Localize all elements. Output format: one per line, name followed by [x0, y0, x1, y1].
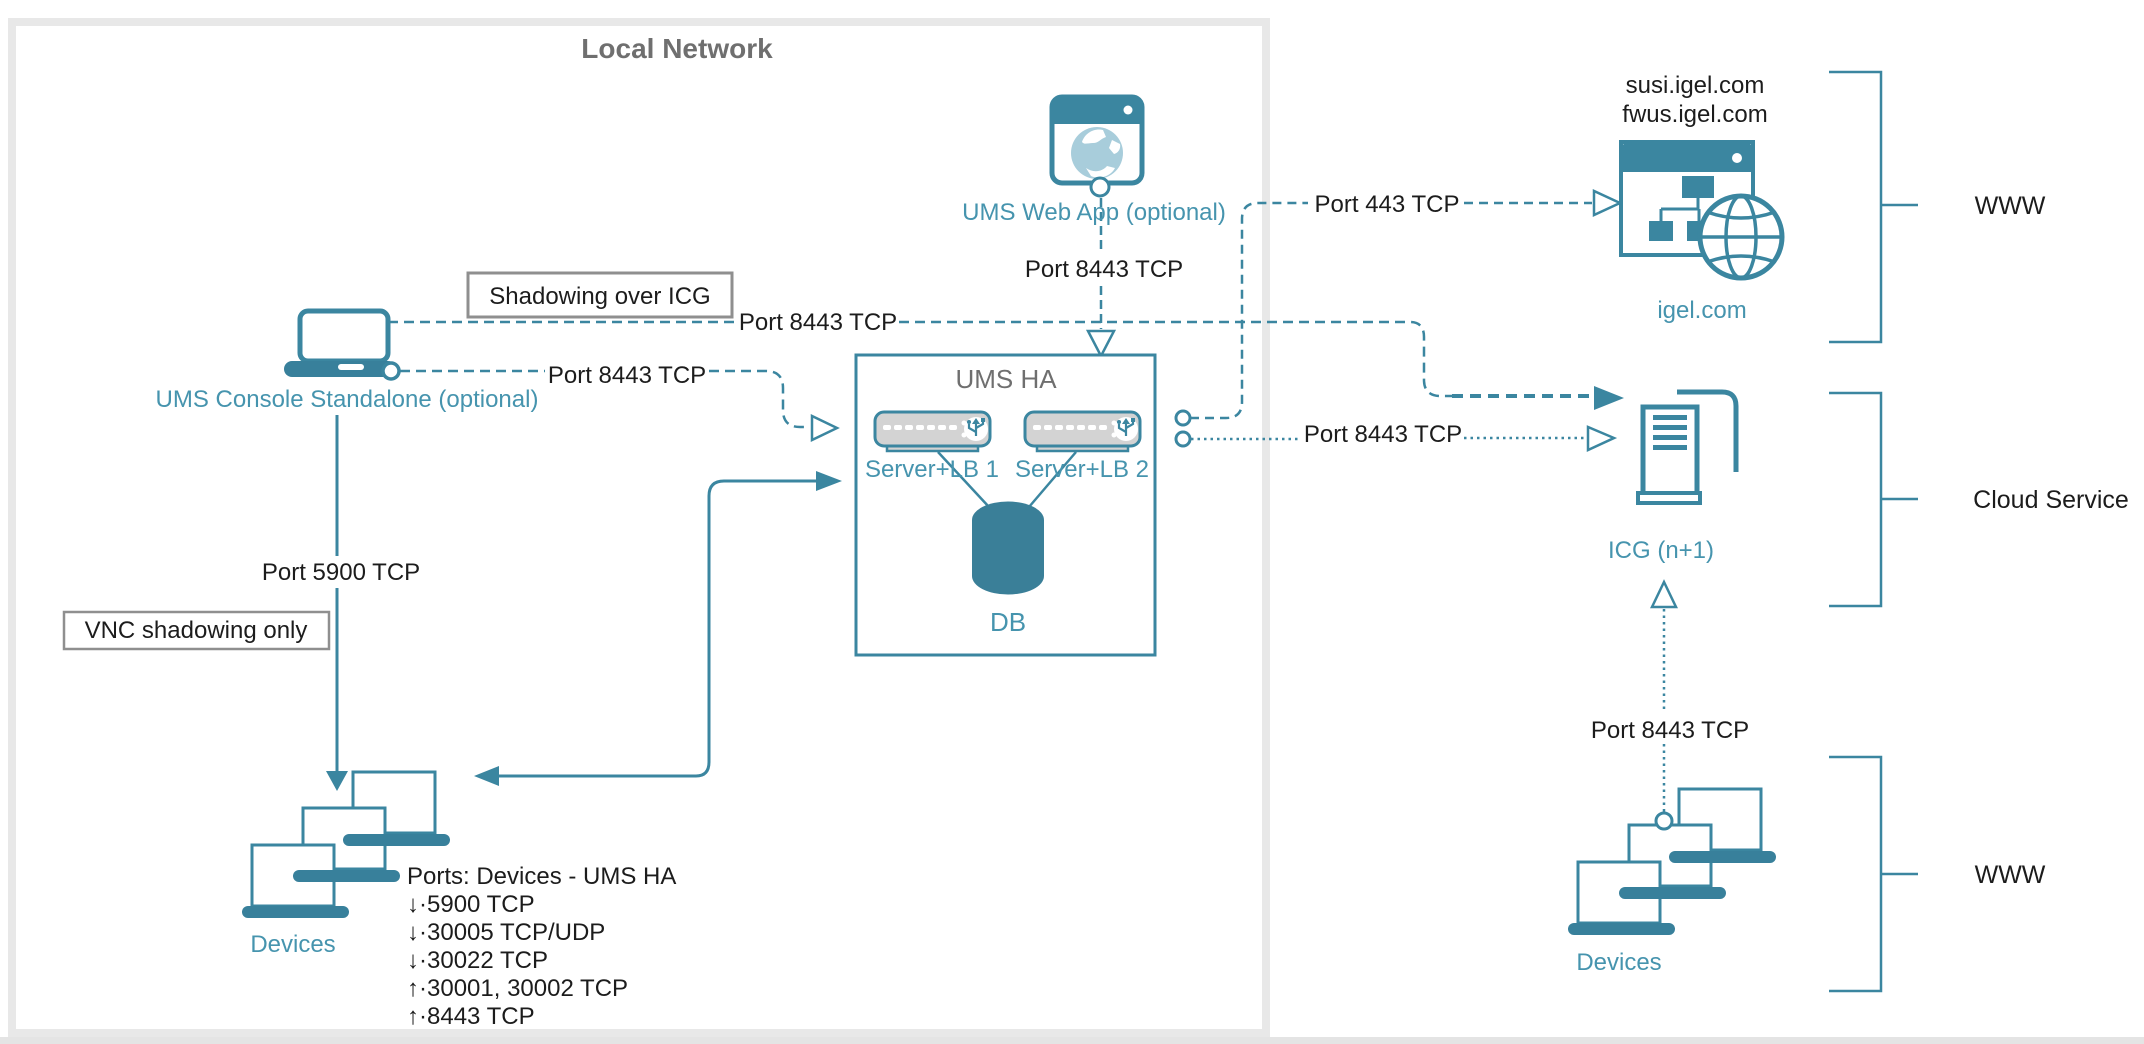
devices-local-label: Devices: [250, 931, 335, 958]
bracket-cloud: [1829, 391, 1883, 608]
icg-label: ICG (n+1): [1608, 537, 1714, 564]
igel-com-node: susi.igel.com fwus.igel.com igel.com: [1619, 72, 1785, 324]
vnc-note-text: VNC shadowing only: [85, 617, 308, 644]
arrow-filled-left-devices: [474, 766, 499, 786]
laptop-base-icon: [293, 870, 400, 882]
igel-domain-fwus: fwus.igel.com: [1622, 101, 1767, 128]
line-umsha-to-icg: [1191, 436, 1586, 441]
connector-dot: [1174, 430, 1192, 448]
ports-list-item: ↓·30005 TCP/UDP: [407, 919, 605, 946]
device-ports-list: Ports: Devices - UMS HA ↓·5900 TCP ↓·300…: [407, 863, 676, 1030]
server-tower-icon: [1640, 404, 1700, 500]
devices-local-node: Devices: [242, 770, 450, 958]
zone-www-top-label: WWW: [1975, 192, 2046, 220]
laptop-base-icon: [1619, 887, 1726, 899]
arrow-open-right-icg: [1586, 425, 1618, 452]
connector-dot: [1654, 811, 1674, 831]
ums-web-app-label: UMS Web App (optional): [962, 199, 1226, 226]
laptop-notch: [338, 364, 364, 370]
laptop-base-icon: [242, 906, 349, 918]
browser-titlebar: [1052, 97, 1142, 124]
ums-ha-box: [854, 353, 1157, 657]
devices-www-node: Devices: [1568, 787, 1776, 976]
server2-label: Server+LB 2: [1015, 456, 1149, 483]
server2-db-line: [1028, 451, 1077, 508]
arrow-filled-right-icg: [1594, 386, 1624, 410]
ums-console-label: UMS Console Standalone (optional): [156, 386, 539, 413]
port-console-umsha-label: Port 8443 TCP: [548, 362, 706, 389]
laptop-base-icon: [343, 834, 450, 846]
zone-cloud-service-label: Cloud Service: [1973, 486, 2129, 514]
devices-www-label: Devices: [1576, 949, 1661, 976]
ums-console-node: UMS Console Standalone (optional): [156, 308, 539, 413]
server1-db-line: [937, 451, 990, 508]
connection-lines: [335, 198, 1666, 812]
laptop-base-icon: [1568, 923, 1675, 935]
globe-continent: [1086, 166, 1115, 178]
ports-list-item: ↓·30022 TCP: [407, 947, 548, 974]
arrow-filled-down-devices: [326, 771, 348, 791]
zone-www-bottom-label: WWW: [1975, 861, 2046, 889]
browser-dot: [1123, 105, 1133, 115]
ports-list-title: Ports: Devices - UMS HA: [407, 863, 676, 890]
ums-ha-node: UMS HA: [854, 353, 1192, 657]
ums-web-app-node: UMS Web App (optional): [962, 94, 1226, 226]
igel-domain-susi: susi.igel.com: [1626, 72, 1765, 99]
port-umsha-icg-label: Port 8443 TCP: [1304, 421, 1462, 448]
line-devices-to-umsha: [497, 479, 816, 778]
globe-continent: [1109, 140, 1121, 154]
arrow-open-right-umsha: [810, 414, 840, 442]
globe-wire-icon: [1697, 193, 1785, 281]
line-umsha-to-igel: [1190, 201, 1592, 420]
browser-titlebar: [1621, 142, 1753, 172]
arrow-open-up-icg: [1650, 579, 1678, 609]
ports-list-item: ↓·5900 TCP: [407, 891, 535, 918]
line-console-to-icg: [388, 320, 1452, 398]
db-label: DB: [990, 607, 1026, 637]
port-webapp-umsha-label: Port 8443 TCP: [1025, 256, 1183, 283]
port-vnc-label: Port 5900 TCP: [262, 559, 420, 586]
bracket-www-bottom: [1829, 755, 1883, 993]
line-console-to-umsha: [400, 369, 809, 429]
database-icon: [972, 501, 1044, 595]
arrow-open-down-umsha: [1085, 329, 1117, 359]
ports-list-item: ↑·8443 TCP: [407, 1003, 535, 1030]
server-shadow-icon: [1677, 389, 1739, 472]
arrow-open-right-igel: [1592, 189, 1623, 217]
globe-continent: [1082, 129, 1106, 144]
laptop-screen-icon: [297, 308, 391, 364]
shadowing-note-box: Shadowing over ICG: [466, 271, 734, 319]
server-lb-1-icon: [873, 410, 992, 453]
vnc-note-box: VNC shadowing only: [62, 610, 331, 651]
port-devices-icg-label: Port 8443 TCP: [1591, 717, 1749, 744]
connector-dot: [1174, 409, 1192, 427]
server-base: [1636, 491, 1702, 505]
arrowheads: [326, 189, 1678, 791]
bottom-strip: [0, 1037, 2144, 1044]
igel-com-label: igel.com: [1657, 297, 1746, 324]
browser-dot: [1732, 153, 1742, 163]
ums-ha-title: UMS HA: [955, 364, 1057, 394]
bracket-www-top: [1829, 70, 1883, 344]
zone-brackets: [1829, 70, 1918, 993]
port-umsha-igel-label: Port 443 TCP: [1315, 191, 1460, 218]
server1-label: Server+LB 1: [865, 456, 999, 483]
connector-dot: [381, 361, 401, 381]
local-network-title: Local Network: [581, 33, 773, 64]
port-console-icg-label: Port 8443 TCP: [739, 309, 897, 336]
server-lb-2-icon: [1023, 410, 1142, 453]
arrow-filled-right-umsha: [816, 471, 842, 491]
icg-node: ICG (n+1): [1608, 389, 1739, 564]
connector-dot: [1089, 176, 1111, 198]
laptop-base-icon: [1669, 851, 1776, 863]
shadowing-note-text: Shadowing over ICG: [489, 283, 710, 310]
ports-list-item: ↑·30001, 30002 TCP: [407, 975, 628, 1002]
